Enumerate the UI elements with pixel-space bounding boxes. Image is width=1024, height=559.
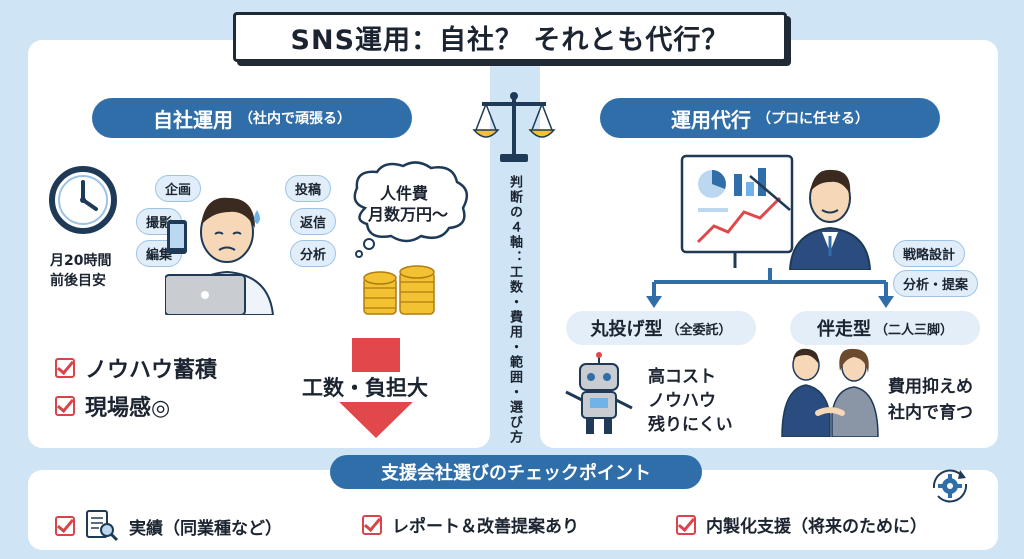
type2-note-2: 社内で育つ <box>888 403 973 423</box>
left-header-title: 自社運用 <box>153 107 233 132</box>
person-phone-icon <box>165 197 275 315</box>
handshake-icon <box>781 348 879 437</box>
task-tag-posting: 投稿 <box>285 175 332 202</box>
coins-icon <box>363 265 435 315</box>
left-check-label-1: ノウハウ蓄積 <box>85 358 218 383</box>
type2-note-1: 費用抑えめ <box>888 377 973 397</box>
left-check-field-sense: 現場感◎ <box>55 390 170 422</box>
bottom-header: 支援会社選びのチェックポイント <box>330 455 702 489</box>
service-tag-strategy: 戦略設計 <box>893 240 966 267</box>
checkbox-icon <box>55 358 75 378</box>
document-search-icon <box>86 510 119 542</box>
left-header: 自社運用 （社内で頑張る） <box>92 98 412 138</box>
type1-note-3: 残りにくい <box>648 415 733 435</box>
checkpoint-track-record: 実績（同業種など） <box>55 510 282 542</box>
bottom-header-title: 支援会社選びのチェックポイント <box>381 463 651 484</box>
right-header-title: 運用代行 <box>671 107 751 132</box>
type2-pill: 伴走型 （二人三脚） <box>790 311 980 345</box>
time-label-2: 前後目安 <box>50 273 106 289</box>
type1-pill: 丸投げ型 （全委託） <box>566 311 756 345</box>
checkbox-icon <box>55 516 75 536</box>
checkbox-icon <box>362 514 382 535</box>
axis-text: 判断の４軸：工数・費用・範囲・選び方 <box>507 175 522 445</box>
thought-bubble <box>353 161 469 258</box>
type1-note-1: 高コスト <box>648 367 716 387</box>
service-tag-analysis: 分析・提案 <box>893 270 979 297</box>
left-check-label-2: 現場感◎ <box>85 396 171 421</box>
clock-icon <box>49 166 117 234</box>
presenter-icon <box>680 154 872 270</box>
scale-icon <box>472 92 556 162</box>
task-tag-planning: 企画 <box>155 175 202 202</box>
task-tag-analysis: 分析 <box>290 240 337 267</box>
left-header-sub: （社内で頑張る） <box>239 111 351 127</box>
type1-title: 丸投げ型 <box>590 319 663 340</box>
checkpoint-label-1: 実績（同業種など） <box>129 518 282 539</box>
type2-title: 伴走型 <box>816 319 871 340</box>
right-header-sub: （プロに任せる） <box>757 111 869 127</box>
time-label-1: 月20時間 <box>50 253 112 269</box>
type1-note-2: ノウハウ <box>648 391 716 411</box>
checkbox-icon <box>676 514 696 535</box>
page-title-text: SNS運用：自社？ それとも代行？ <box>290 24 730 56</box>
robot-icon <box>565 352 633 434</box>
page-title: SNS運用：自社？ それとも代行？ <box>233 12 787 62</box>
task-tag-replying: 返信 <box>290 208 337 235</box>
checkpoint-inhouse: 内製化支援（将来のために） <box>676 512 927 537</box>
branch-arrows <box>646 268 894 308</box>
gear-icon <box>932 469 968 503</box>
bubble-text-1: 人件費 <box>380 184 429 203</box>
type1-sub: （全委託） <box>666 322 732 338</box>
checkbox-icon <box>55 396 75 416</box>
checkpoint-label-3: 内製化支援（将来のために） <box>706 517 927 537</box>
bubble-text-2: 月数万円〜 <box>368 205 449 224</box>
right-header: 運用代行 （プロに任せる） <box>600 98 940 138</box>
checkpoint-report: レポート＆改善提案あり <box>362 512 579 537</box>
type2-sub: （二人三脚） <box>874 322 953 338</box>
checkpoint-label-2: レポート＆改善提案あり <box>392 517 579 537</box>
left-check-know-how: ノウハウ蓄積 <box>55 352 217 384</box>
burden-label: 工数・負担大 <box>298 372 432 402</box>
